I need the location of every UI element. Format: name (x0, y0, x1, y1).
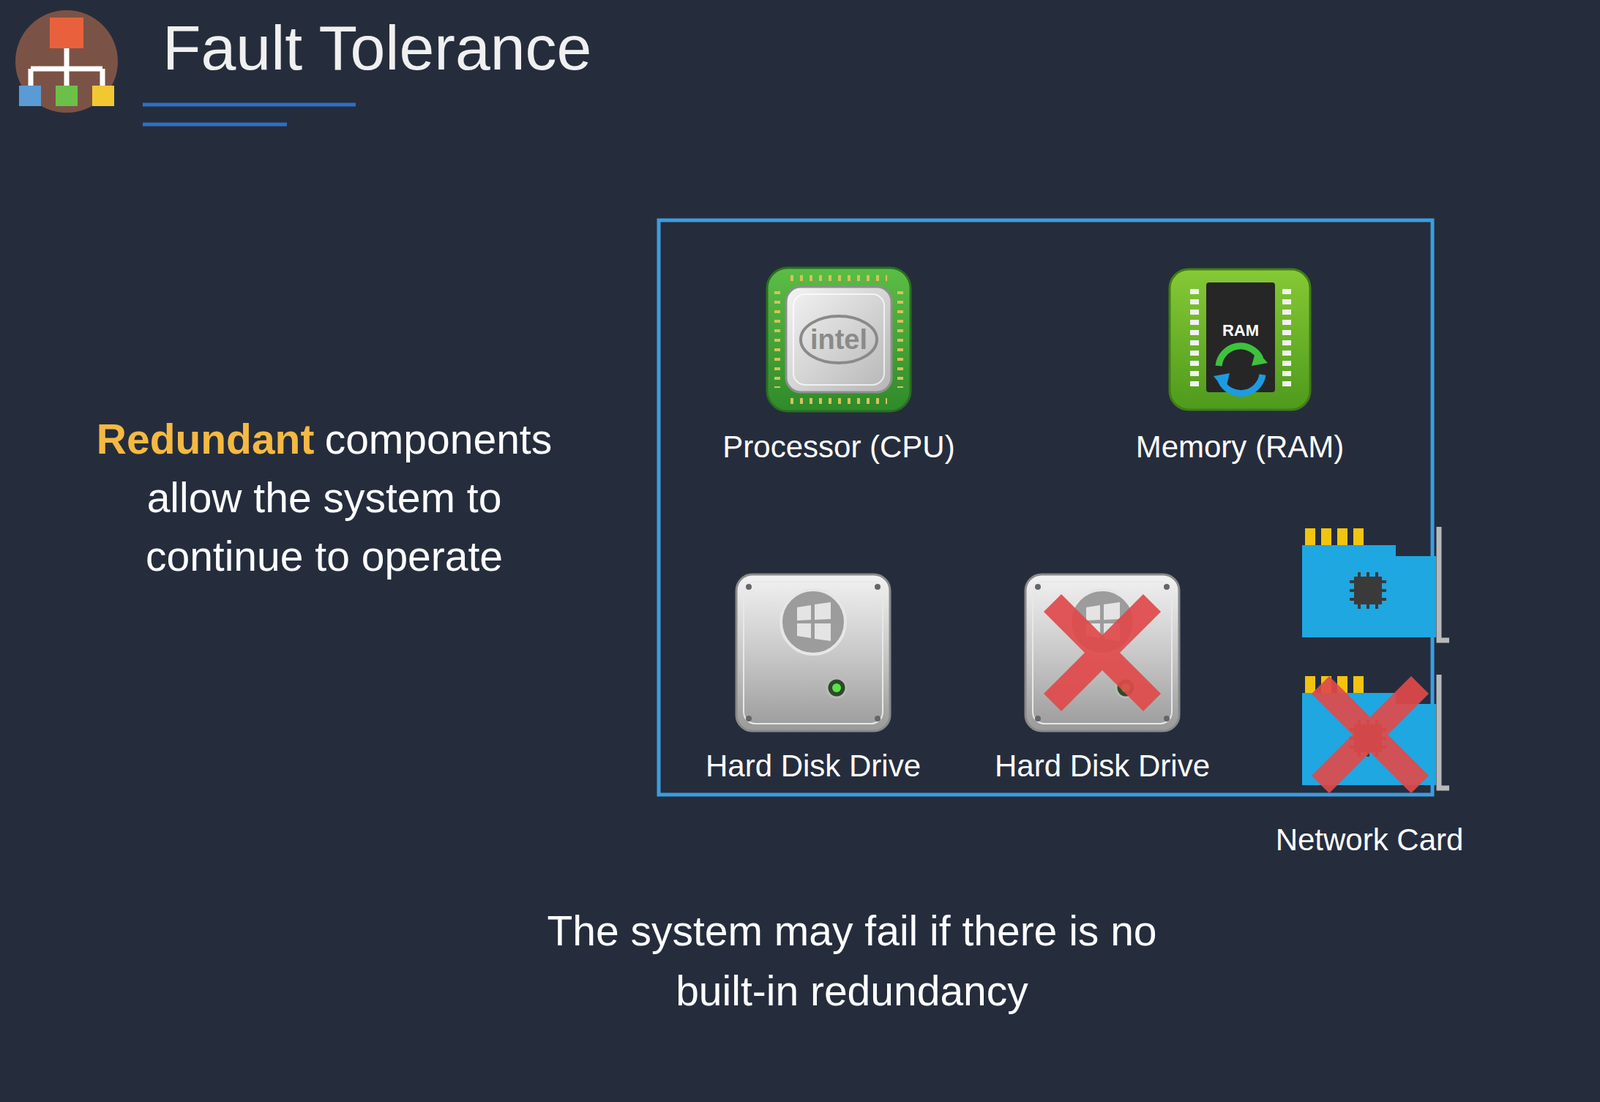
component-label: Hard Disk Drive (705, 748, 921, 784)
network-card-icon (1302, 674, 1450, 789)
component-label: Hard Disk Drive (994, 748, 1210, 784)
highlight-word: Redundant (96, 415, 315, 463)
component-label: Network Card (1275, 822, 1464, 858)
chip-label: RAM (1222, 321, 1259, 341)
hard-disk-icon (736, 574, 891, 732)
failure-cross (1052, 603, 1153, 703)
description: Redundantcomponents allow the system to … (68, 409, 581, 586)
cpu-icon (767, 267, 911, 412)
header-icon (15, 10, 118, 113)
failure-cross (1320, 685, 1420, 785)
title-underline (142, 122, 287, 127)
title-underline (142, 103, 356, 107)
network-card-icon (1302, 526, 1450, 641)
ram-icon (1169, 269, 1311, 410)
slide-title: Fault Tolerance (162, 11, 592, 85)
caption: The system may fail if there is no built… (537, 901, 1167, 1022)
component-label: Processor (CPU) (722, 429, 955, 465)
component-label: Memory (RAM) (1135, 429, 1345, 465)
hard-disk-icon (1025, 574, 1180, 732)
chip-brand: intel (810, 324, 868, 356)
